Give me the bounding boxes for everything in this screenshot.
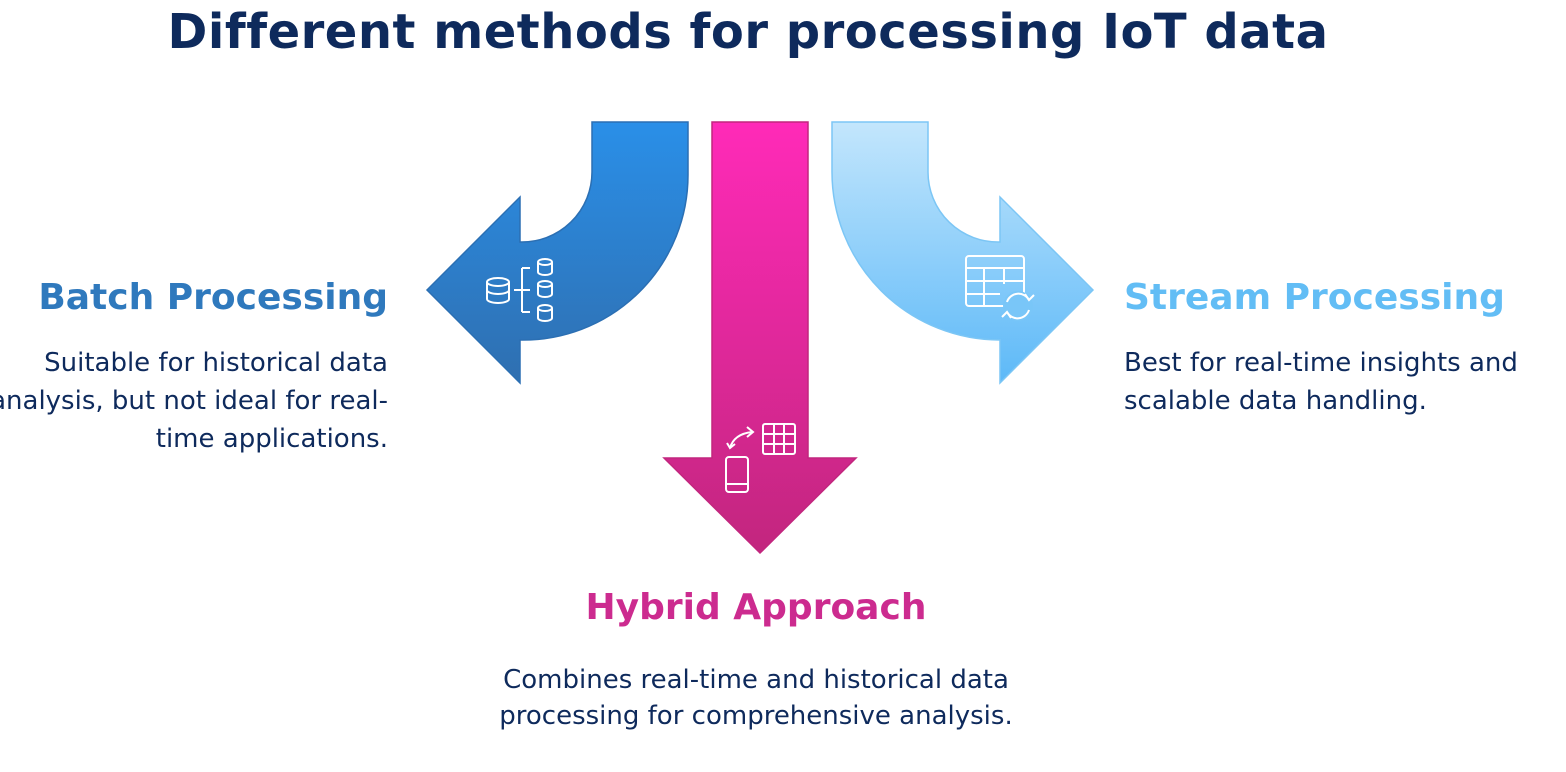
- hybrid-arrow: [662, 121, 858, 555]
- stream-description: Best for real-time insights and scalable…: [1124, 348, 1518, 416]
- stream-arrow: [831, 121, 1095, 385]
- device-sync-table-icon: [725, 423, 796, 493]
- batch-arrow: [425, 121, 689, 385]
- hybrid-heading: Hybrid Approach: [585, 587, 927, 628]
- hybrid-description: Combines real-time and historical data p…: [499, 665, 1013, 731]
- diagram-title: Different methods for processing IoT dat…: [167, 4, 1329, 60]
- batch-description: Suitable for historical data analysis, b…: [0, 348, 388, 454]
- batch-heading: Batch Processing: [38, 277, 388, 318]
- table-refresh-icon: [965, 255, 1035, 321]
- stream-heading: Stream Processing: [1124, 277, 1505, 318]
- database-tree-icon: [486, 258, 553, 322]
